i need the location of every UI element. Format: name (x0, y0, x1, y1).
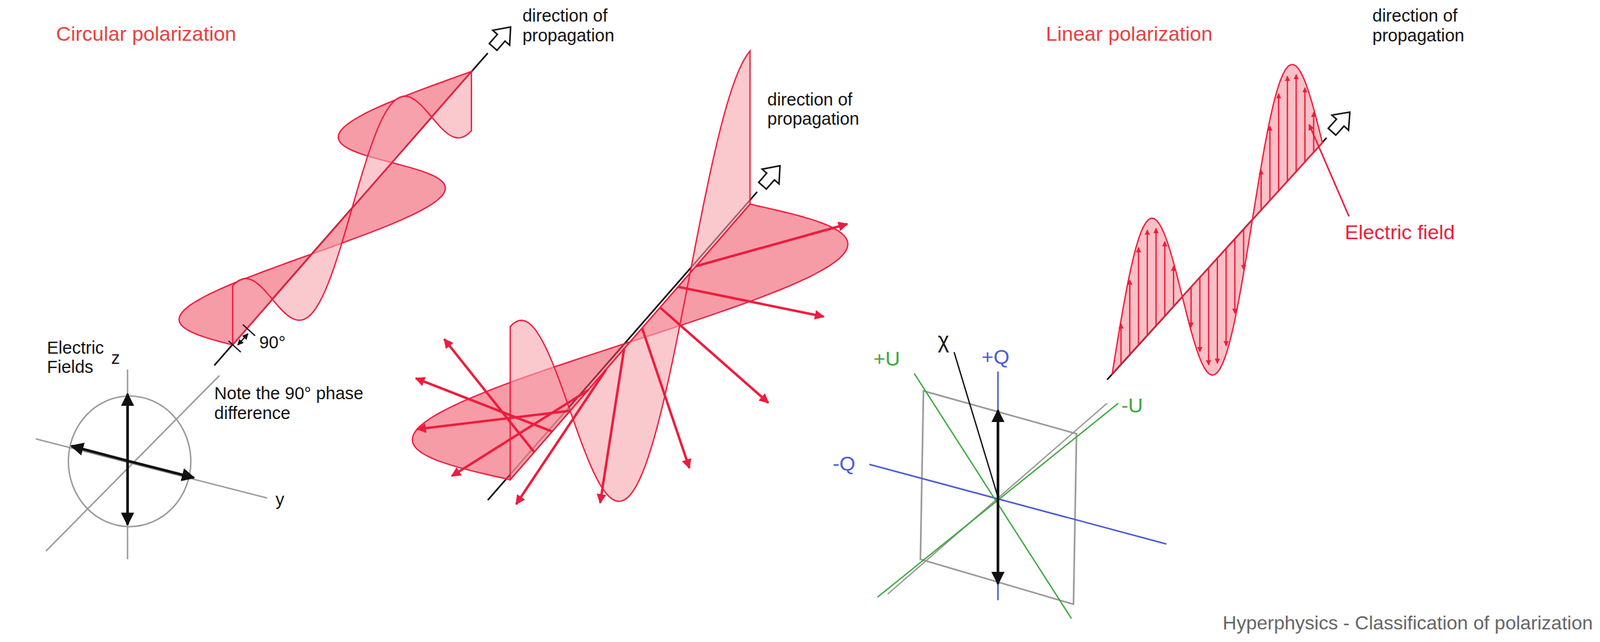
field-vector (678, 286, 824, 317)
field-vector (451, 390, 588, 477)
stokes-label: -Q (832, 452, 856, 475)
wave-group (179, 19, 1359, 505)
field-vector (1286, 76, 1289, 182)
field-vectors (71, 394, 194, 525)
field-vector (1137, 247, 1139, 345)
field-vector (1207, 268, 1209, 366)
field-vector (1199, 277, 1201, 353)
field-vector (1190, 287, 1192, 328)
propagation-axis (214, 53, 488, 366)
angle-label: 90° (259, 332, 286, 353)
field-vector (1295, 74, 1297, 172)
field-vector (660, 307, 769, 403)
leader-line (1309, 124, 1349, 217)
direction-arrow (753, 158, 789, 194)
axis-label: direction of propagation (767, 89, 894, 129)
wave-shape (232, 71, 472, 345)
field-vector (1129, 280, 1131, 355)
field-vector (696, 224, 848, 267)
field-vector (1120, 323, 1122, 365)
field-vector (1277, 93, 1280, 191)
field-vector (1234, 239, 1236, 314)
direction-arrow (1323, 104, 1358, 140)
section-heading: Linear polarization (1045, 22, 1213, 45)
stokes-label: -U (1121, 394, 1144, 417)
stokes-frame (869, 352, 1167, 619)
caption: Hyperphysics - Classification of polariz… (1222, 612, 1593, 635)
wave-shape (179, 71, 472, 345)
axis-letter: y (275, 489, 285, 510)
axis-label: direction of propagation (1372, 5, 1499, 45)
direction-arrow (484, 19, 519, 55)
axis-letter: z (110, 348, 120, 368)
field-vector (1164, 241, 1166, 317)
stokes-label: +Q (981, 345, 1010, 369)
field-vector (642, 328, 690, 468)
phase-marker (228, 324, 255, 353)
field-vector (1304, 87, 1306, 162)
field-vector (1155, 228, 1157, 326)
field-vector (1260, 169, 1262, 210)
axis-label: direction of propagation (522, 5, 649, 45)
field-vector (1216, 258, 1218, 364)
section-heading: Circular polarization (56, 22, 237, 45)
field-vector (1225, 248, 1227, 347)
field-vector (1173, 266, 1175, 307)
field-vector (1243, 229, 1245, 270)
angle-symbol: χ (937, 328, 950, 353)
field-vector (1268, 126, 1271, 201)
wave-shape (1112, 64, 1323, 376)
field-vector (516, 369, 607, 505)
note-text: Note the 90° phase difference (214, 383, 383, 423)
field-vector (1146, 230, 1148, 336)
field-vector (600, 349, 625, 504)
field-label: Electric field (1345, 220, 1455, 244)
field-vector (415, 378, 552, 432)
wave-shape (510, 50, 751, 502)
stokes-label: +U (873, 347, 901, 371)
field-vector (417, 410, 571, 430)
